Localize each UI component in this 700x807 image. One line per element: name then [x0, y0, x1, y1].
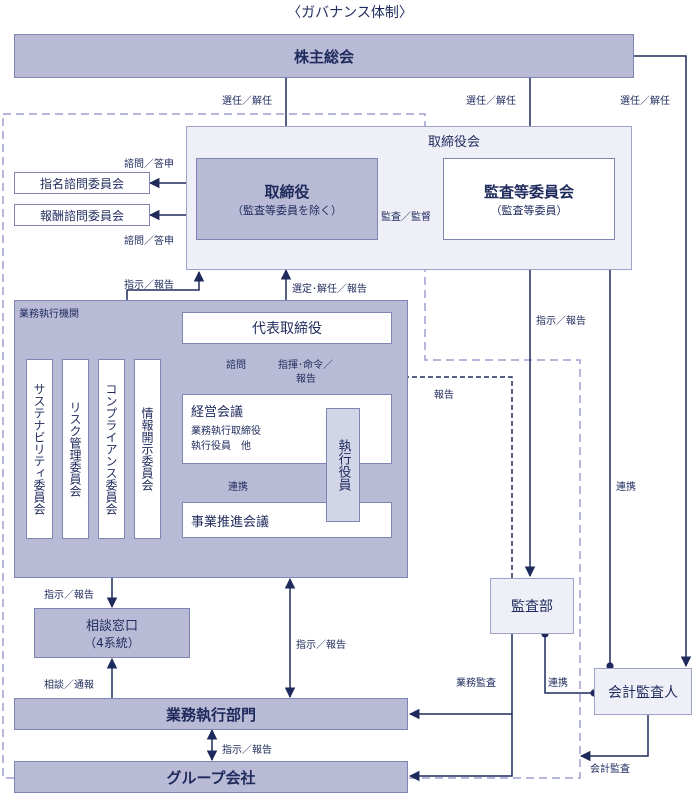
directors-sub: （監査等委員を除く）	[232, 203, 342, 217]
board-group-label: 取締役会	[427, 135, 480, 150]
line-auditdept-accountant	[541, 630, 598, 697]
label-instruct-report-3: 指示／報告	[44, 590, 94, 601]
exec-org-label: 業務執行機関	[19, 309, 79, 320]
line-shareholders-accountant	[634, 55, 692, 668]
management-box: 経営会議 業務執行取締役 執行役員 他	[182, 394, 392, 464]
label-cooperate-1: 連携	[228, 482, 248, 493]
label-instruct-report-1: 指示／報告	[124, 280, 174, 291]
committee-compliance: コンプライアンス委員会	[98, 359, 125, 539]
label-instruct-report-5: 指示／報告	[222, 745, 272, 756]
committee-sustainability: サステナビリティ委員会	[26, 359, 53, 539]
dashed-frame	[2, 113, 581, 779]
business-box: 事業推進会議	[182, 502, 392, 538]
remuneration-committee: 報酬諮問委員会	[14, 204, 150, 226]
label-consult-q1: 諮問／答申	[124, 159, 174, 170]
management-sub1: 業務執行取締役	[191, 426, 261, 437]
label-cooperate-3: 連携	[548, 678, 568, 689]
label-report: 報告	[434, 390, 454, 401]
officers-box: 執行役員	[326, 408, 360, 522]
label-elect-3: 選任／解任	[620, 96, 670, 107]
consult-box: 相談窓口 （4系統）	[34, 608, 190, 658]
label-command: 指揮･命令／	[278, 360, 333, 371]
audit-committee-box: 監査等委員会 （監査等委員）	[443, 158, 615, 240]
consult-label: 相談窓口	[85, 619, 138, 634]
directors-label: 取締役	[264, 182, 310, 201]
management-label: 経営会議	[191, 405, 244, 420]
label-instruct-report-4: 指示／報告	[296, 640, 346, 651]
business-label: 事業推進会議	[191, 514, 270, 530]
directors-box: 取締役 （監査等委員を除く）	[196, 158, 378, 240]
label-command-2: 報告	[296, 374, 316, 385]
president-box: 代表取締役	[182, 312, 392, 344]
group-box: グループ会社	[14, 761, 408, 793]
label-instruct-report-2: 指示／報告	[536, 316, 586, 327]
line-auditdept-group	[408, 714, 513, 782]
label-elect-2: 選任／解任	[466, 96, 516, 107]
label-audit-supervise: 監査／監督	[381, 212, 431, 223]
label-inquiry: 諮問	[226, 360, 246, 371]
line-accountant-group	[579, 715, 649, 762]
label-consult-q2: 諮問／答申	[124, 236, 174, 247]
label-select-dismiss: 選定･解任／報告	[292, 284, 367, 295]
nomination-committee: 指名諮問委員会	[14, 172, 150, 194]
committee-disclosure: 情報開示委員会	[134, 359, 161, 539]
committee-risk: リスク管理委員会	[62, 359, 89, 539]
audit-committee-label: 監査等委員会	[483, 182, 574, 201]
label-business-audit: 業務監査	[456, 678, 496, 689]
accounting-auditor-box: 会計監査人	[594, 668, 692, 715]
label-consult-report: 相談／通報	[44, 680, 94, 691]
label-cooperate-2: 連携	[616, 482, 636, 493]
audit-committee-sub: （監査等委員）	[490, 203, 568, 217]
page-title: 〈ガバナンス体制〉	[287, 5, 413, 21]
consult-sub: （4系統）	[84, 636, 140, 650]
audit-dept-box: 監査部	[490, 578, 574, 634]
shareholders-box: 株主総会	[14, 34, 634, 78]
label-elect-1: 選任／解任	[222, 96, 272, 107]
exec-dept-box: 業務執行部門	[14, 698, 408, 730]
label-accounting-audit: 会計監査	[590, 764, 630, 775]
management-sub2: 執行役員 他	[191, 441, 251, 452]
